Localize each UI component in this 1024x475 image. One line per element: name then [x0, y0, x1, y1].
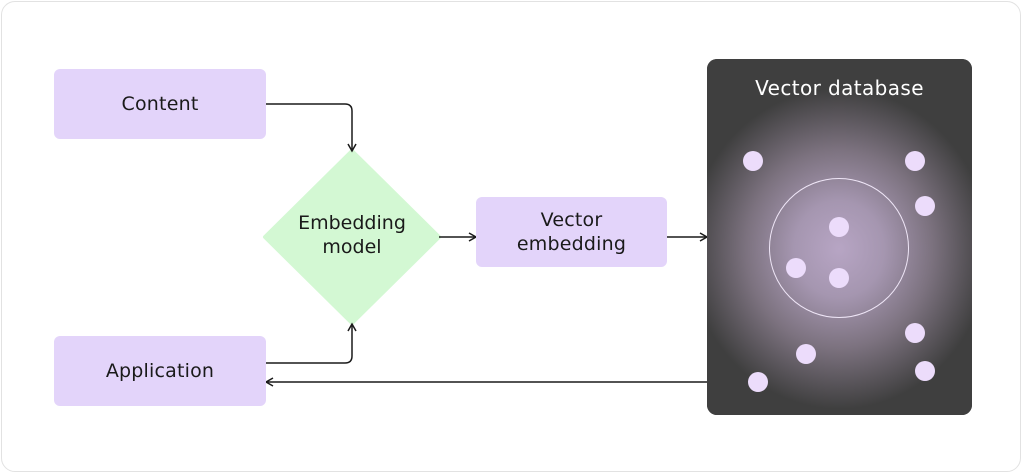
- arrow-application-to-model: [266, 322, 357, 364]
- vector-dot: [743, 151, 763, 171]
- vector-database-panel: Vector database: [707, 59, 972, 415]
- arrow-content-to-model: [266, 103, 357, 153]
- vector-dot: [829, 217, 849, 237]
- application-node: Application: [54, 336, 266, 406]
- embedding-model-diamond: [263, 149, 441, 325]
- vector-dot: [796, 344, 816, 364]
- vector-dot: [915, 361, 935, 381]
- vector-dot: [905, 323, 925, 343]
- vector-database-title: Vector database: [755, 76, 924, 100]
- content-node: Content: [54, 69, 266, 139]
- content-label: Content: [121, 93, 199, 115]
- vector-embedding-label: Vector embedding: [516, 209, 627, 255]
- application-label: Application: [105, 360, 215, 382]
- vector-dot: [905, 151, 925, 171]
- vector-dot: [915, 196, 935, 216]
- vector-embedding-node: Vector embedding: [476, 197, 667, 267]
- vector-dot: [748, 372, 768, 392]
- similarity-cluster-circle: [769, 178, 909, 318]
- vector-dot: [786, 258, 806, 278]
- vector-dot: [829, 268, 849, 288]
